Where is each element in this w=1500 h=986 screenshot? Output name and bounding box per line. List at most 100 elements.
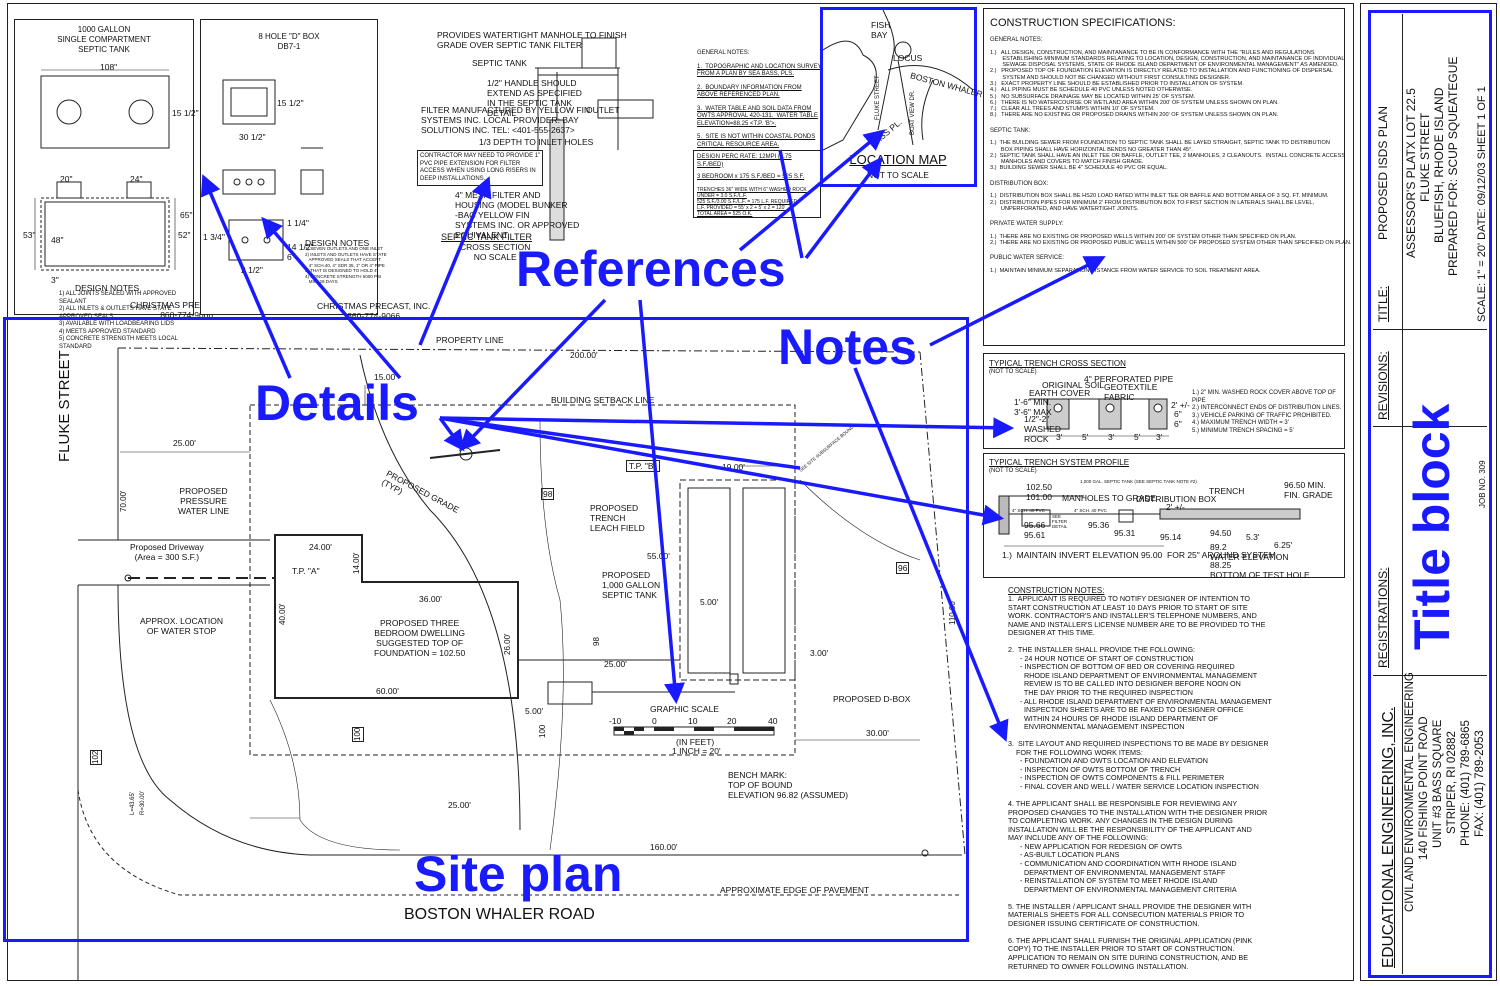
design-perc: DESIGN PERC RATE: 12MPI (1.75 S.F./BED) bbox=[697, 154, 792, 168]
filter-handle-label: 1/2" HANDLE SHOULD EXTEND AS SPECIFIED I… bbox=[487, 78, 582, 118]
cs-label: 3' bbox=[1108, 432, 1115, 442]
title-block-frame bbox=[1360, 3, 1497, 981]
dbox-detail-title: 8 HOLE "D" BOX DB7-1 bbox=[258, 32, 320, 51]
cs-label: 6" bbox=[1174, 409, 1182, 419]
cross-section-title: TYPICAL TRENCH CROSS SECTION bbox=[989, 359, 1126, 368]
site-dim-36: 36.00' bbox=[419, 594, 442, 604]
boston-whaler-label: BOSTON WHALER ROAD bbox=[404, 906, 595, 923]
cs-label: 2' +/- bbox=[1171, 400, 1190, 410]
tank-dim-c: 53" bbox=[23, 230, 36, 240]
profile-label: 89.2 WATER ELEVATION bbox=[1210, 542, 1289, 562]
site-dim-5b: 5.00' bbox=[525, 706, 544, 716]
details-annotation: Details bbox=[255, 375, 419, 431]
specs-item: 4.) ALL PIPING MUST BE SCHEDULE 40 PVC U… bbox=[990, 87, 1193, 94]
company-line: UNIT #3 BASS SQUARE bbox=[1432, 719, 1444, 848]
site-dim-60: 60.00' bbox=[376, 686, 399, 696]
specs-section-head: PUBLIC WATER SERVICE: bbox=[990, 255, 1064, 262]
tank-dim-g: 3" bbox=[51, 275, 59, 285]
location-map-subtitle: NOT TO SCALE bbox=[867, 170, 929, 180]
dbox-detail: 8 HOLE "D" BOX DB7-1 15 1/2" 30 1/2" 1 3… bbox=[200, 19, 430, 321]
map-label-fishbay: FISH BAY bbox=[871, 20, 891, 40]
site-pavement: APPROXIMATE EDGE OF PAVEMENT bbox=[720, 885, 870, 895]
title-line: ASSESSOR'S PLATX LOT 22.5 bbox=[1404, 88, 1418, 258]
cs-label: 1'-6" MIN. 3'-6" MAX bbox=[1014, 397, 1052, 417]
general-note: 3. WATER TABLE AND SOIL DATA FROM OWTS A… bbox=[697, 105, 818, 127]
profile-label: 102.50 bbox=[1026, 482, 1052, 492]
specs-item: 6.) THERE IS NO WATERCOURSE OR WETLAND A… bbox=[990, 99, 1279, 106]
specs-section-head: SEPTIC TANK: bbox=[990, 127, 1031, 134]
filter-tank-label: SEPTIC TANK bbox=[472, 58, 527, 68]
company-line: 140 FISHING POINT ROAD bbox=[1418, 716, 1430, 860]
company-name: EDUCATIONAL ENGINEERING, INC. bbox=[1380, 707, 1397, 968]
tank-dim-b: 24" bbox=[130, 174, 143, 184]
site-driveway: Proposed Driveway (Area = 300 S.F.) bbox=[130, 542, 204, 562]
profile-label: 4" SCH. 40 PVC bbox=[1074, 508, 1107, 513]
registrations-label: REGISTRATIONS: bbox=[1376, 567, 1390, 668]
cs-note: 1.) 2" MIN. WASHED ROCK COVER ABOVE TOP … bbox=[1192, 390, 1336, 404]
specs-title: CONSTRUCTION SPECIFICATIONS: bbox=[990, 17, 1176, 29]
title-line: BLUEFISH, RHODE ISLAND bbox=[1432, 87, 1446, 243]
map-label-fluke: FLUKE STREET bbox=[875, 75, 881, 120]
specs-item: 3.) EXACT PROPERTY LINE SHOULD BE ESTABL… bbox=[990, 80, 1244, 87]
septic-tank-detail: 1000 GALLON SINGLE COMPARTMENT SEPTIC TA… bbox=[14, 19, 199, 350]
cross-section-notes: 1.) 2" MIN. WASHED ROCK COVER ABOVE TOP … bbox=[1192, 390, 1344, 435]
general-notes-title: GENERAL NOTES: bbox=[697, 50, 750, 56]
dbox-dim-b: 30 1/2" bbox=[239, 132, 266, 142]
title-block bbox=[1368, 10, 1492, 978]
company-line: CIVIL AND ENVIRONMENTAL ENGINEERING bbox=[1404, 672, 1416, 912]
site-dwelling: PROPOSED THREE BEDROOM DWELLING SUGGESTE… bbox=[374, 618, 466, 658]
specs-section-head: GENERAL NOTES: bbox=[990, 37, 1043, 43]
profile-label: 95.66 bbox=[1024, 520, 1046, 530]
profile-label: MANHOLES TO GRADE bbox=[1062, 493, 1157, 503]
profile-label: 5.3' bbox=[1246, 532, 1260, 542]
profile-label: 96.50 MIN. FIN. GRADE bbox=[1284, 480, 1333, 500]
site-bench: BENCH MARK: TOP OF BOUND ELEVATION 96.82… bbox=[728, 770, 849, 800]
site-dim-25c: 25.00' bbox=[448, 800, 471, 810]
tank-dim-height: 15 1/2" bbox=[172, 108, 199, 118]
profile-label: 94.50 bbox=[1210, 528, 1232, 538]
title-line: PROPOSED ISDS PLAN bbox=[1376, 105, 1390, 240]
site-water-line: PROPOSED PRESSURE WATER LINE bbox=[178, 486, 230, 516]
title-block-divider bbox=[1373, 329, 1487, 330]
design-trench: TRENCHES 36" WIDE WITH 6" WASHED ROCK UN… bbox=[697, 186, 807, 217]
specs-item: 1.) THERE ARE NO EXISTING OR PROPOSED WE… bbox=[990, 233, 1297, 240]
specs-item: 1.) ALL DESIGN, CONSTRUCTION, AND MAINTA… bbox=[990, 49, 1345, 69]
cs-label: 3' bbox=[1056, 432, 1063, 442]
title-block-annotation: Title block bbox=[1404, 403, 1460, 650]
site-plan-annotation: Site plan bbox=[414, 846, 623, 902]
company-line: FAX: (401) 789-2053 bbox=[1474, 730, 1486, 837]
profile-label: SEE FILTER DETAIL bbox=[1052, 514, 1068, 529]
cs-label: 5' bbox=[1082, 432, 1089, 442]
location-map-drawing bbox=[823, 10, 974, 151]
tank-note: 1) ALL JOINTS SEALED WITH APPROVED SEALA… bbox=[59, 291, 177, 305]
dbox-dim-e: 2 1/2" bbox=[241, 265, 263, 275]
tank-notes: 1) ALL JOINTS SEALED WITH APPROVED SEALA… bbox=[59, 291, 193, 351]
tank-note: 4) MEETS APPROVED STANDARD bbox=[59, 328, 156, 335]
cs-label: EARTH COVER bbox=[1029, 388, 1091, 398]
specs-item: 2.) PROPOSED TOP OF FOUNDATION ELEVATION… bbox=[990, 68, 1334, 81]
profile-title: TYPICAL TRENCH SYSTEM PROFILE bbox=[989, 458, 1130, 467]
company-line: PHONE: (401) 789-6865 bbox=[1460, 720, 1472, 846]
site-dim-160: 160.00' bbox=[650, 842, 678, 852]
cs-label: 6" bbox=[1174, 419, 1182, 429]
trench-cross-section: TYPICAL TRENCH CROSS SECTION (NOT TO SCA… bbox=[983, 353, 1345, 449]
profile-note: 1.) MAINTAIN INVERT ELEVATION 95.00 FOR … bbox=[1002, 550, 1279, 560]
location-map-title: LOCATION MAP bbox=[849, 152, 947, 167]
cs-label: 4" PERFORATED PIPE bbox=[1084, 374, 1174, 384]
specs-item: 3.) BUILDING SEWER SHALL BE 4" SCHEDULE … bbox=[990, 165, 1168, 172]
tank-notes-title: DESIGN NOTES bbox=[75, 283, 140, 293]
dbox-dim-a: 15 1/2" bbox=[277, 98, 304, 108]
tank-note: 5) CONCRETE STRENGTH MEETS LOCAL STANDAR… bbox=[59, 336, 178, 350]
cs-label: ORIGINAL SOIL bbox=[1042, 380, 1105, 390]
dbox-dim-c: 1 3/4" bbox=[203, 232, 225, 242]
specs-item: 1.) MAINTAIN MINIMUM SEPARATION DISTANCE… bbox=[990, 267, 1261, 274]
filter-outlet-label: OUTLET bbox=[586, 105, 620, 115]
specs-body: GENERAL NOTES: 1.) ALL DESIGN, CONSTRUCTI… bbox=[990, 37, 1351, 274]
specs-item: 2.) DISTRIBUTION PIPES FOR MINIMUM 2' FR… bbox=[990, 199, 1315, 212]
site-tpa: T.P. "A" bbox=[292, 566, 320, 576]
site-inch: 1 INCH = 20' bbox=[672, 746, 721, 756]
site-dim-24: 24.00' bbox=[309, 542, 332, 552]
profile-label: 95.36 bbox=[1088, 520, 1110, 530]
cs-label: 5' bbox=[1134, 432, 1141, 442]
specs-item: 7.) CLEAR ALL TREES AND STUMPS WITHIN 10… bbox=[990, 106, 1155, 113]
